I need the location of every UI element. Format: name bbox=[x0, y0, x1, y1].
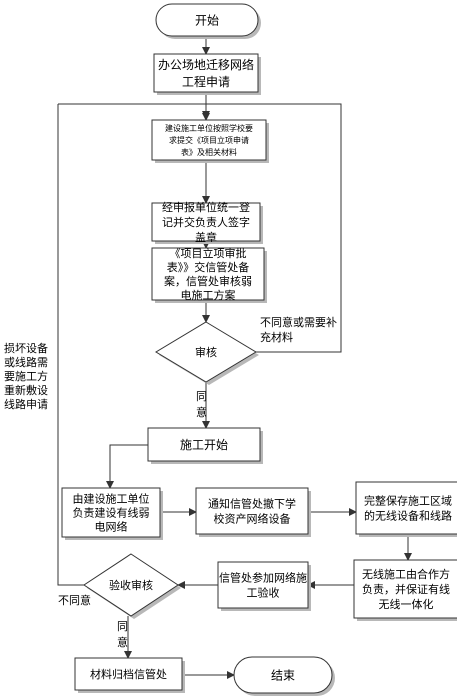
node-apply: 办公场地迁移网络工程申请 bbox=[153, 53, 261, 95]
node-record-label-line: 表》》交信管处备 bbox=[167, 260, 250, 274]
node-notify-box bbox=[195, 487, 309, 535]
node-protect-label-line: 的无线设备和线路 bbox=[364, 508, 452, 522]
node-notify: 通知信管处撤下学校资产网络设备 bbox=[195, 487, 311, 537]
node-submit-label: 建设施工单位按照学校要求提交《项目立项申请表》及相关材料 bbox=[165, 123, 253, 157]
node-end-label-line: 结束 bbox=[271, 668, 295, 682]
node-build-label-line: 电网络 bbox=[95, 519, 128, 533]
node-register-label: 经申报单位统一登记并交负责人签字盖章 bbox=[162, 200, 250, 244]
label-reject-review-line: 不同意或需要补 bbox=[260, 315, 337, 329]
node-notify-label-line: 通知信管处撤下学 bbox=[208, 496, 296, 510]
node-record: 《项目立项审批表》》交信管处备案，信管处审核弱电施工方案 bbox=[151, 246, 267, 303]
label-damage-note-line: 线路申请 bbox=[4, 397, 48, 411]
node-record-label: 《项目立项审批表》》交信管处备案，信管处审核弱电施工方案 bbox=[164, 246, 252, 302]
node-inspect-label: 信管处参加网络施工验收 bbox=[219, 570, 307, 599]
node-archive-label: 材料归档信管处 bbox=[90, 667, 167, 681]
node-submit-label-line: 建设施工单位按照学校要 bbox=[165, 123, 253, 133]
node-inspect: 信管处参加网络施工验收 bbox=[217, 561, 311, 611]
node-submit-label-line: 求提交《项目立项申请 bbox=[169, 135, 249, 145]
node-protect: 完整保存施工区域的无线设备和线路 bbox=[355, 481, 457, 537]
node-construct-label-line: 施工开始 bbox=[180, 438, 228, 452]
label-agree-review: 同意 bbox=[196, 390, 207, 419]
node-build: 由建设施工单位负责建设有线弱电网络 bbox=[61, 487, 163, 540]
node-construct: 施工开始 bbox=[147, 427, 263, 464]
node-apply-label-line: 办公场地迁移网络 bbox=[158, 57, 254, 72]
label-reject-review: 不同意或需要补充材料 bbox=[260, 315, 337, 344]
node-protect-label-line: 完整保存施工区域 bbox=[364, 493, 452, 507]
label-agree-accept-line: 同 bbox=[117, 620, 128, 633]
node-inspect-label-line: 信管处参加网络施 bbox=[219, 570, 307, 584]
node-build-label-line: 负责建设有线弱 bbox=[73, 505, 150, 519]
node-review-label-line: 审核 bbox=[195, 345, 217, 359]
flowchart-nodes: 开始办公场地迁移网络工程申请建设施工单位按照学校要求提交《项目立项申请表》及相关… bbox=[61, 3, 457, 696]
node-register-label-line: 记并交负责人签字 bbox=[162, 215, 250, 229]
node-wireless-label-line: 无线一体化 bbox=[379, 597, 434, 611]
label-damage-note-line: 要施工方 bbox=[4, 369, 48, 383]
node-review: 审核 bbox=[155, 321, 259, 385]
label-agree-review-line: 意 bbox=[196, 405, 207, 419]
label-reject-accept: 不同意 bbox=[58, 593, 91, 607]
node-inspect-label-line: 工验收 bbox=[247, 585, 280, 599]
flowchart-edges bbox=[57, 36, 412, 679]
node-submit: 建设施工单位按照学校要求提交《项目立项申请表》及相关材料 bbox=[151, 119, 269, 163]
node-wireless: 无线施工由合作方负责，并保证有线无线一体化 bbox=[353, 559, 457, 621]
node-end-label: 结束 bbox=[271, 668, 295, 682]
node-protect-label: 完整保存施工区域的无线设备和线路 bbox=[364, 493, 452, 522]
node-start-label: 开始 bbox=[195, 13, 219, 27]
node-notify-label-line: 校资产网络设备 bbox=[214, 511, 291, 525]
label-reject-review-line: 充材料 bbox=[260, 330, 293, 344]
node-apply-label: 办公场地迁移网络工程申请 bbox=[158, 57, 254, 89]
node-start: 开始 bbox=[155, 3, 261, 39]
node-wireless-label-line: 无线施工由合作方 bbox=[362, 567, 450, 581]
node-record-label-line: 案，信管处审核弱 bbox=[164, 274, 252, 288]
node-record-label-line: 《项目立项审批 bbox=[170, 246, 247, 260]
node-accept-label: 验收审核 bbox=[109, 578, 153, 592]
node-end: 结束 bbox=[233, 656, 335, 696]
node-accept-label-line: 验收审核 bbox=[109, 578, 153, 592]
node-build-label: 由建设施工单位负责建设有线弱电网络 bbox=[73, 491, 150, 533]
node-record-label-line: 电施工方案 bbox=[181, 288, 236, 302]
node-submit-label-line: 表》及相关材料 bbox=[181, 147, 237, 157]
node-wireless-label: 无线施工由合作方负责，并保证有线无线一体化 bbox=[362, 567, 450, 611]
node-review-box bbox=[155, 321, 257, 383]
node-construct-label: 施工开始 bbox=[180, 438, 228, 452]
node-review-label: 审核 bbox=[195, 345, 217, 359]
node-apply-box bbox=[153, 53, 259, 93]
label-damage-note-line: 重新敷设 bbox=[4, 383, 48, 397]
node-record-box bbox=[151, 247, 265, 301]
edge-loop-to-submit bbox=[58, 103, 210, 119]
node-wireless-box bbox=[353, 559, 457, 619]
label-damage-note-line: 损坏设备 bbox=[4, 341, 48, 355]
node-inspect-box bbox=[217, 561, 309, 609]
node-start-label-line: 开始 bbox=[195, 13, 219, 27]
label-reject-accept-line: 不同意 bbox=[58, 593, 91, 607]
label-agree-review-line: 同 bbox=[196, 390, 207, 403]
edge-construct-to-build bbox=[106, 444, 148, 489]
label-damage-note: 损坏设备或线路需要施工方重新敷设线路申请 bbox=[4, 341, 48, 411]
node-start-box bbox=[155, 3, 259, 37]
node-accept-box bbox=[83, 553, 179, 617]
node-build-box bbox=[61, 487, 161, 538]
node-end-box bbox=[233, 656, 333, 694]
node-apply-label-line: 工程申请 bbox=[182, 74, 230, 89]
node-construct-box bbox=[147, 427, 261, 462]
node-register-label-line: 盖章 bbox=[195, 230, 217, 244]
node-build-label-line: 由建设施工单位 bbox=[73, 491, 150, 505]
node-accept: 验收审核 bbox=[83, 553, 181, 619]
node-archive-box bbox=[74, 657, 183, 691]
node-notify-label: 通知信管处撤下学校资产网络设备 bbox=[208, 496, 296, 525]
label-damage-note-line: 或线路需 bbox=[4, 355, 48, 369]
label-agree-accept: 同意 bbox=[117, 620, 128, 649]
label-agree-accept-line: 意 bbox=[117, 635, 128, 649]
node-wireless-label-line: 负责，并保证有线 bbox=[362, 582, 450, 596]
node-register-box bbox=[151, 202, 261, 242]
node-archive-label-line: 材料归档信管处 bbox=[90, 667, 167, 681]
node-register-label-line: 经申报单位统一登 bbox=[162, 200, 250, 214]
node-register: 经申报单位统一登记并交负责人签字盖章 bbox=[151, 200, 263, 244]
node-submit-box bbox=[151, 119, 267, 161]
edge-accept-reject-loop bbox=[57, 104, 84, 586]
node-archive: 材料归档信管处 bbox=[74, 657, 185, 693]
node-protect-box bbox=[355, 481, 457, 535]
